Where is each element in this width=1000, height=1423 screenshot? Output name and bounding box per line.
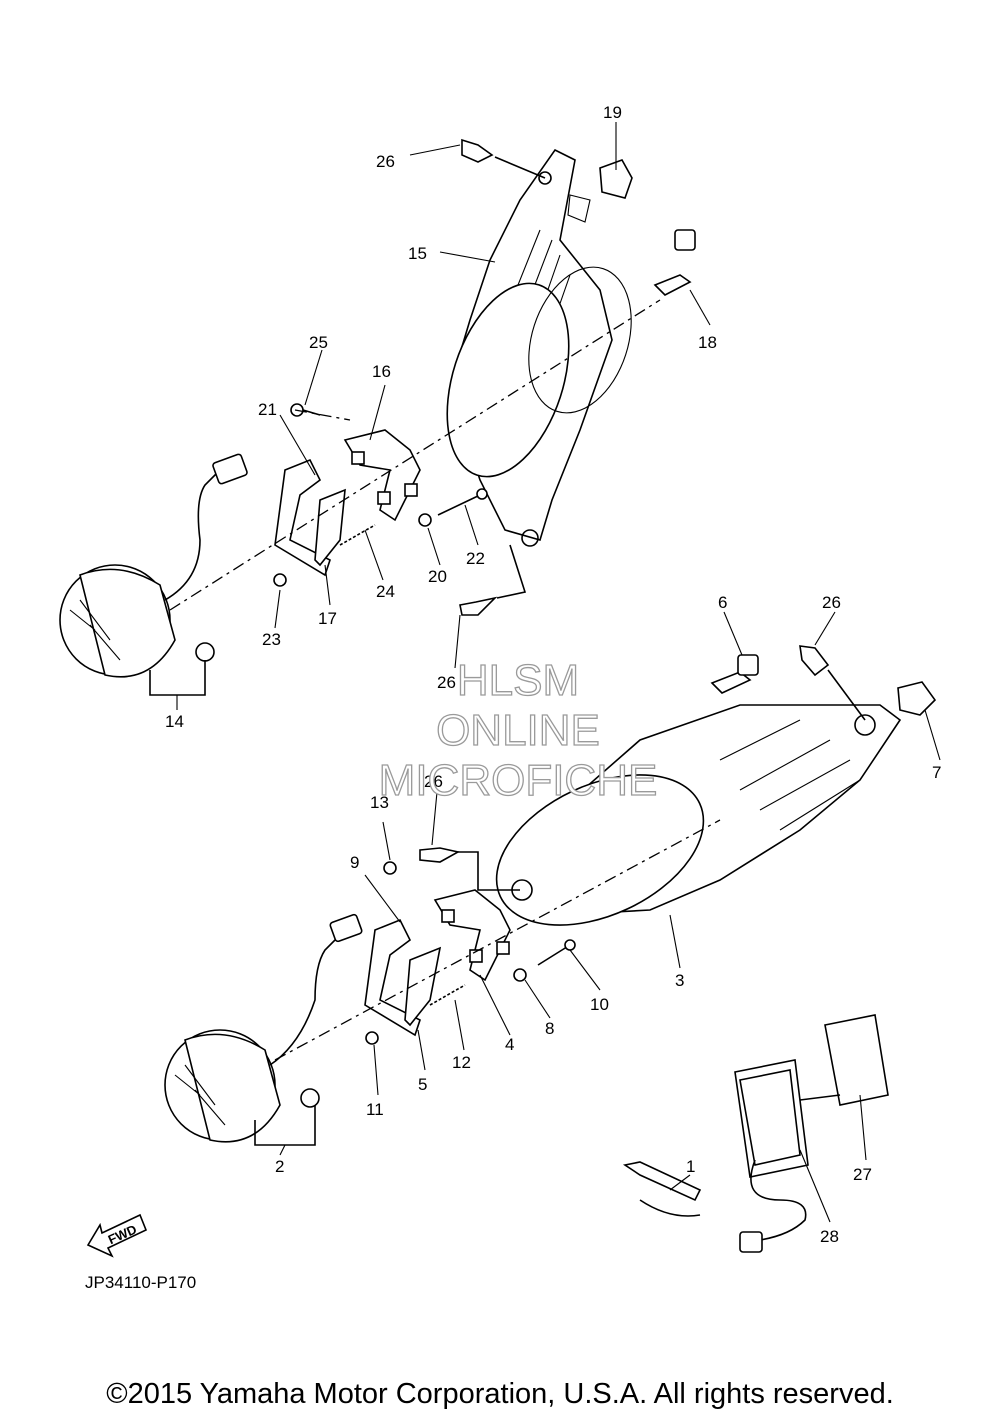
label-26-upper-top: 26 <box>376 152 395 171</box>
label-20: 20 <box>428 567 447 586</box>
leader-lines <box>176 122 941 1223</box>
upper-bracket-assembly <box>273 403 488 587</box>
label-8: 8 <box>545 1019 554 1038</box>
copyright-notice: ©2015 Yamaha Motor Corporation, U.S.A. A… <box>106 1378 894 1410</box>
label-28: 28 <box>820 1227 839 1246</box>
lower-fasteners <box>419 645 866 891</box>
label-24: 24 <box>376 582 395 601</box>
label-22: 22 <box>466 549 485 568</box>
lower-bracket-assembly <box>364 861 576 1045</box>
assembly-centerlines <box>169 299 721 1061</box>
wire-harness-assembly <box>622 1014 889 1253</box>
label-13: 13 <box>370 793 389 812</box>
watermark: HLSM ONLINE MICROFICHE <box>378 655 658 805</box>
watermark-line-2: ONLINE <box>436 706 600 755</box>
label-4: 4 <box>505 1035 514 1054</box>
label-23: 23 <box>262 630 281 649</box>
label-18: 18 <box>698 333 717 352</box>
label-9: 9 <box>350 853 359 872</box>
lower-headlight-unit <box>164 913 363 1146</box>
label-7: 7 <box>932 763 941 782</box>
label-16: 16 <box>372 362 391 381</box>
upper-headlight-housing <box>446 148 633 547</box>
label-26-lower-right: 26 <box>822 593 841 612</box>
forward-arrow-icon: FWD <box>86 1213 148 1258</box>
label-6: 6 <box>718 593 727 612</box>
label-26-upper-bottom: 26 <box>437 673 456 692</box>
watermark-line-1: HLSM <box>457 656 579 705</box>
forward-arrow-label: FWD <box>106 1222 139 1248</box>
label-5: 5 <box>418 1075 427 1094</box>
lower-headlight-housing <box>495 681 937 926</box>
part-number-labels: 26 19 15 18 25 16 21 20 22 24 23 17 14 2… <box>165 103 941 1246</box>
label-27: 27 <box>853 1165 872 1184</box>
label-15: 15 <box>408 244 427 263</box>
diagram-code: JP34110-P170 <box>85 1273 196 1292</box>
label-12: 12 <box>452 1053 471 1072</box>
label-17: 17 <box>318 609 337 628</box>
label-21: 21 <box>258 400 277 419</box>
upper-fasteners <box>459 138 696 616</box>
watermark-line-3: MICROFICHE <box>379 756 658 805</box>
label-10: 10 <box>590 995 609 1014</box>
upper-headlight-unit <box>59 453 248 696</box>
label-11: 11 <box>366 1100 384 1119</box>
label-3: 3 <box>675 971 684 990</box>
label-26-lower-left: 26 <box>424 772 443 791</box>
label-14: 14 <box>165 712 184 731</box>
label-19: 19 <box>603 103 622 122</box>
label-2: 2 <box>275 1157 284 1176</box>
label-1: 1 <box>686 1157 695 1176</box>
label-25: 25 <box>309 333 328 352</box>
